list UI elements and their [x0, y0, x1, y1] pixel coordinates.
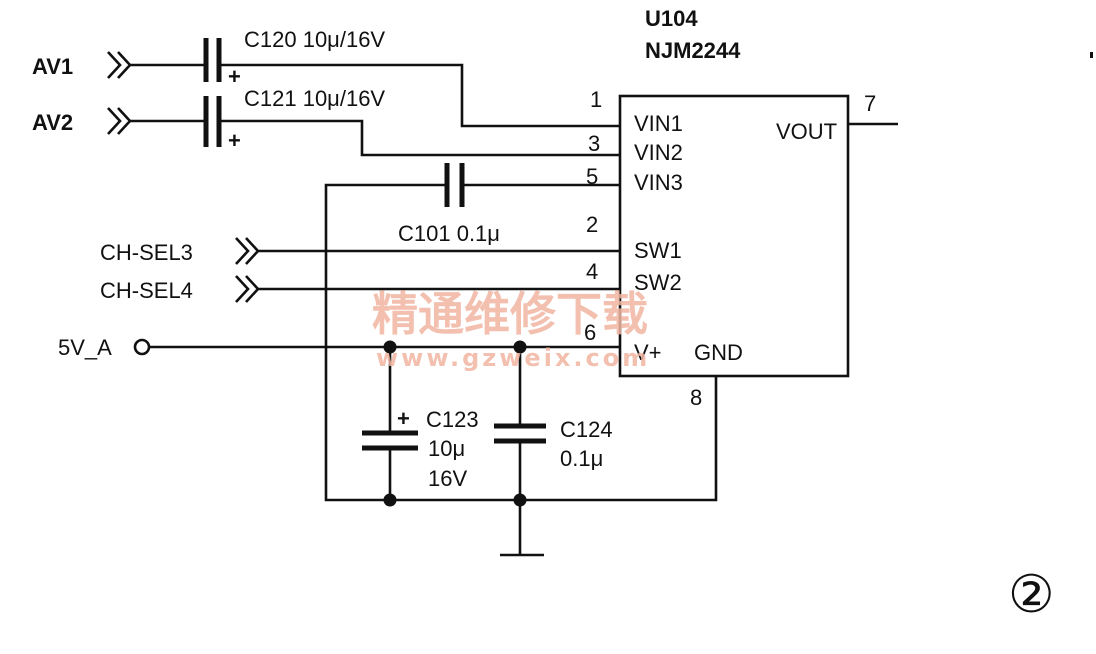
chip-u104-body: [618, 94, 850, 378]
c123-plus-sign: +: [397, 406, 410, 431]
pin-number-7: 7: [864, 91, 876, 116]
pin-name-sw2: SW2: [634, 270, 682, 295]
chsel4-connector-icon: [235, 275, 260, 303]
figure-number: ②: [1008, 565, 1055, 625]
av1-label: AV1: [32, 54, 73, 79]
pin-number-1: 1: [590, 87, 602, 112]
watermark-text: 精通维修下载: [372, 287, 648, 341]
c123-value-label: 10μ: [428, 436, 465, 461]
c121-plus-sign: +: [228, 128, 241, 153]
pin-number-6: 6: [584, 320, 596, 345]
5v-terminal-icon: [133, 338, 151, 356]
capacitor-c101-symbol: [444, 163, 465, 207]
5v-label: 5V_A: [58, 335, 112, 360]
av2-connector-icon: [107, 107, 132, 135]
pin-name-vplus: V+: [634, 340, 662, 365]
stray-mark: [1090, 52, 1093, 58]
pin-number-5: 5: [586, 164, 598, 189]
pin-name-vin1: VIN1: [634, 111, 683, 136]
wiring: [130, 63, 898, 557]
chsel3-label: CH-SEL3: [100, 240, 193, 265]
junction-dot: [383, 493, 397, 507]
c124-ref-label: C124: [560, 417, 613, 442]
watermark-url: www.gzweix.com: [376, 344, 650, 372]
capacitor-c120-symbol: [203, 38, 222, 82]
pin-name-vin2: VIN2: [634, 140, 683, 165]
chip-part-label: NJM2244: [645, 38, 741, 63]
c120-label: C120 10μ/16V: [244, 27, 385, 52]
c123-voltage-label: 16V: [428, 466, 467, 491]
pin-name-vout: VOUT: [776, 119, 837, 144]
pin-number-8: 8: [690, 385, 702, 410]
c120-plus-sign: +: [228, 64, 241, 89]
junction-dot: [513, 340, 527, 354]
pin-name-sw1: SW1: [634, 238, 682, 263]
pin-name-gnd: GND: [694, 340, 743, 365]
c121-label: C121 10μ/16V: [244, 86, 385, 111]
c101-label: C101 0.1μ: [398, 221, 500, 246]
junction-dot: [383, 340, 397, 354]
chsel3-connector-icon: [235, 237, 260, 265]
c123-ref-label: C123: [426, 407, 479, 432]
av1-connector-icon: [107, 51, 132, 79]
capacitor-c121-symbol: [203, 96, 222, 147]
pin-number-2: 2: [586, 212, 598, 237]
pin-number-3: 3: [588, 131, 600, 156]
chsel4-label: CH-SEL4: [100, 278, 193, 303]
av2-label: AV2: [32, 110, 73, 135]
junction-dot: [513, 493, 527, 507]
chip-ref-label: U104: [645, 6, 698, 31]
c124-value-label: 0.1μ: [560, 446, 603, 471]
pin-name-vin3: VIN3: [634, 170, 683, 195]
capacitor-c123-symbol: [362, 430, 418, 451]
pin-number-4: 4: [586, 259, 598, 284]
capacitor-c124-symbol: [494, 423, 546, 444]
